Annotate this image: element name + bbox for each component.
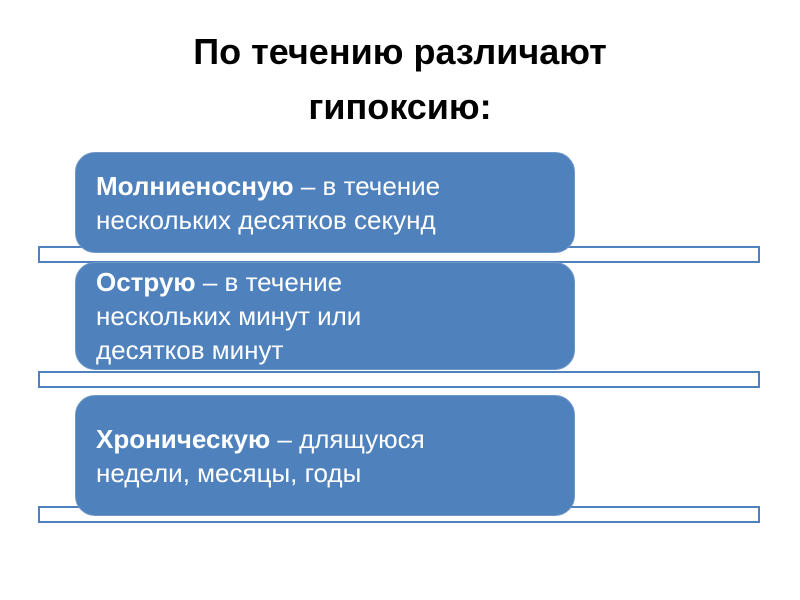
list-item-term: Молниеносную: [96, 170, 294, 201]
list-item-description: – в течение нескольких минут или десятко…: [96, 267, 362, 365]
slide-title-line-1: По течению различают: [193, 31, 607, 72]
slide-title-line-2: гипоксию:: [308, 86, 492, 127]
list-item-term: Хроническую: [96, 423, 271, 454]
list-item-term: Острую: [96, 267, 196, 297]
list-item-text: Острую – в течение нескольких минут или …: [96, 265, 361, 367]
list-item-chronic: Хроническую – длящуюся недели, месяцы, г…: [75, 395, 575, 516]
list-item-description: – длящуюся недели, месяцы, годы: [96, 423, 425, 488]
list-item-fulminant: Молниеносную – в течение нескольких деся…: [75, 152, 575, 253]
list-item-acute: Острую – в течение нескольких минут или …: [75, 262, 575, 370]
list-item-text: Молниеносную – в течение нескольких деся…: [96, 169, 440, 237]
accent-bar-2: [38, 371, 760, 388]
list-item-description: – в течение нескольких десятков секунд: [96, 170, 441, 235]
list-item-text: Хроническую – длящуюся недели, месяцы, г…: [96, 422, 425, 490]
slide-title: По течению различают гипоксию:: [0, 24, 800, 134]
